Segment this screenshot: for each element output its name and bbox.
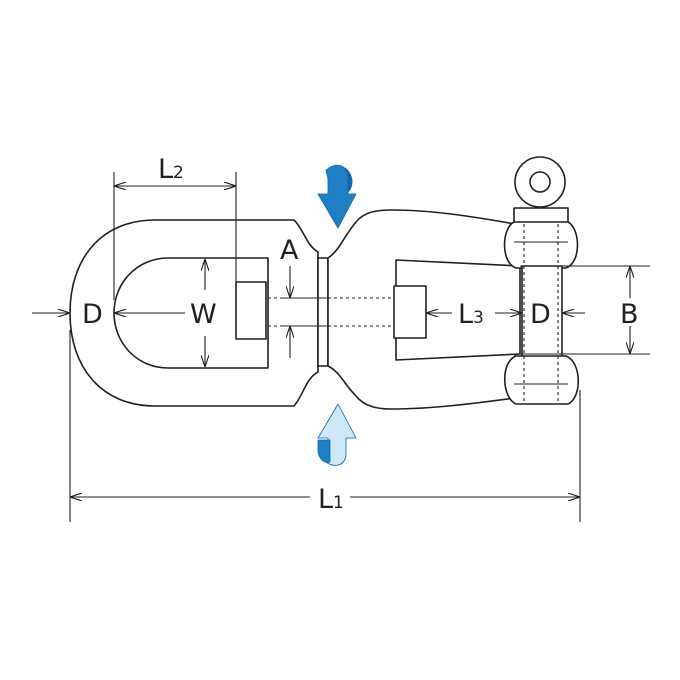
curved-arrow-up-icon	[317, 403, 357, 466]
D-right-label: D	[530, 299, 551, 330]
curved-arrow-down-icon	[317, 164, 357, 229]
D-left-label: D	[82, 299, 103, 330]
dimension-W: W	[190, 260, 217, 366]
left-pin-block	[235, 281, 267, 340]
A-label: A	[280, 235, 299, 266]
L3-label: L3	[458, 299, 484, 330]
dimension-L3: L3	[427, 299, 521, 330]
right-body-part	[327, 209, 521, 410]
shackle-pin	[503, 156, 579, 405]
dimension-D-left: D	[32, 299, 185, 330]
dimension-B: B	[520, 265, 650, 355]
L1-label: L1	[318, 484, 344, 515]
L2-label: L2	[158, 154, 184, 185]
left-bow-part	[69, 219, 319, 407]
pin-top-knuckle	[503, 221, 579, 269]
pin-shank	[521, 265, 563, 359]
dimension-D-right: D	[530, 299, 585, 330]
pin-bottom-knuckle	[504, 355, 579, 405]
B-label: B	[620, 299, 639, 330]
pin-eye-hole	[529, 171, 551, 193]
dimension-A: A	[280, 235, 330, 358]
swivel-neck	[317, 257, 329, 367]
dimension-L2: L2	[113, 154, 237, 300]
W-label: W	[190, 299, 217, 330]
right-pin-block	[393, 285, 427, 339]
dimension-L1: L1	[69, 330, 581, 522]
